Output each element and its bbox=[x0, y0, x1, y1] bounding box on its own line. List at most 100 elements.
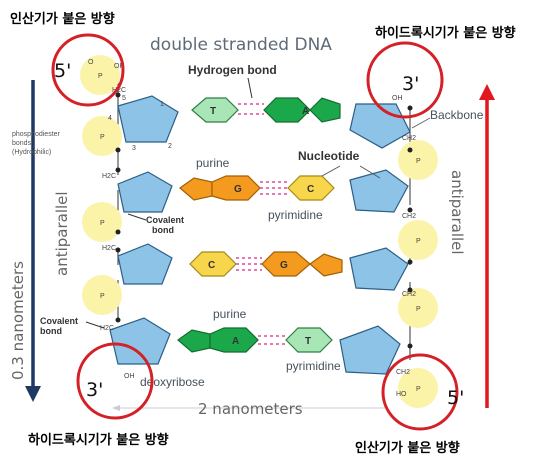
atom-label: CH2 bbox=[402, 213, 416, 220]
nucleotide-pointer bbox=[321, 165, 341, 177]
backbone-pointer bbox=[411, 117, 431, 129]
covalent-bond-label-2: Covalent bbox=[40, 316, 78, 326]
nanometers-03-label: 0.3 nanometers bbox=[9, 261, 27, 380]
atom-label: P bbox=[416, 238, 421, 245]
atom-label: OH bbox=[114, 63, 125, 70]
atom-label: P bbox=[100, 293, 105, 300]
hydrogen-bond-pointer bbox=[247, 77, 253, 99]
bond-dot bbox=[407, 343, 413, 349]
atom-label: H2C bbox=[100, 325, 114, 332]
base-letter: G bbox=[234, 184, 242, 195]
atom-label: HO bbox=[396, 391, 407, 398]
atom-label: P bbox=[416, 158, 421, 165]
atom-label: P bbox=[416, 386, 421, 393]
sugar-ring bbox=[349, 247, 409, 291]
atom-label: P bbox=[416, 306, 421, 313]
base-letter: C bbox=[208, 260, 215, 271]
atom-label: 2 bbox=[168, 143, 172, 150]
nanometers-2-label: 2 nanometers bbox=[198, 400, 303, 418]
sugar-ring bbox=[109, 317, 171, 365]
bond-dots bbox=[115, 92, 413, 349]
atom-label: CH2 bbox=[402, 135, 416, 142]
adenine-base bbox=[309, 97, 341, 123]
phosphate-end-label-top: 인산기가 붙은 방향 bbox=[10, 11, 115, 27]
deoxyribose-label: deoxyribose bbox=[140, 375, 205, 389]
sugar-ring bbox=[117, 171, 173, 213]
phosphate-circle bbox=[82, 116, 122, 156]
bond-dot bbox=[115, 147, 121, 153]
hydroxyl-end-label-top: 하이드록시기가 붙은 방향 bbox=[375, 25, 516, 41]
bond-dot bbox=[115, 92, 121, 98]
atom-label: CH2 bbox=[402, 291, 416, 298]
hydroxyl-end-label-bottom: 하이드록시기가 붙은 방향 bbox=[28, 432, 169, 448]
thymine-base bbox=[285, 327, 333, 353]
base-pair-row: A T bbox=[177, 327, 333, 353]
atom-label: H2C bbox=[102, 173, 116, 180]
atom-label: P bbox=[98, 73, 103, 80]
bond-dot bbox=[115, 247, 121, 253]
cytosine-base bbox=[287, 175, 335, 201]
covalent-bond-label-1: bond bbox=[152, 225, 174, 235]
covalent-bond-label-1: Covalent bbox=[146, 215, 184, 225]
bond-dot bbox=[407, 287, 413, 293]
phosphodiester-label: bonds bbox=[12, 140, 32, 147]
five-prime-end-top-left: 5' bbox=[54, 60, 71, 82]
end-highlight-circle bbox=[366, 41, 444, 119]
bond-dot bbox=[407, 147, 413, 153]
guanine-base bbox=[309, 253, 343, 277]
phosphate-circle bbox=[80, 55, 120, 95]
bond-dot bbox=[407, 259, 413, 265]
guanine-base bbox=[179, 177, 213, 201]
phosphate-circle bbox=[398, 368, 438, 408]
phosphodiester-label: phosphodiester bbox=[12, 131, 61, 138]
bond-dot bbox=[115, 229, 121, 235]
adenine-base bbox=[209, 327, 259, 353]
bond-dot bbox=[115, 167, 121, 173]
phosphate-circle bbox=[398, 288, 438, 328]
phosphate-circle bbox=[82, 202, 122, 242]
atom-label: P bbox=[100, 220, 105, 227]
atom-label: O bbox=[88, 59, 94, 66]
end-highlight-circle bbox=[51, 33, 125, 107]
pyrimidine-label-1: pyrimidine bbox=[268, 208, 323, 222]
three-prime-end-top-right: 3' bbox=[402, 73, 419, 95]
base-letter: T bbox=[210, 106, 216, 117]
sugar-ring bbox=[349, 103, 411, 149]
sugar-ring bbox=[339, 325, 401, 375]
atom-label: H2C bbox=[112, 87, 126, 94]
base-pair-row: C G bbox=[189, 251, 343, 277]
bond-dot bbox=[115, 317, 121, 323]
purine-label-1: purine bbox=[196, 156, 230, 170]
atom-label: OH bbox=[392, 95, 403, 102]
base-letter: A bbox=[232, 336, 239, 347]
atom-label: H2C bbox=[102, 245, 116, 252]
thymine-base bbox=[191, 97, 239, 123]
three-prime-end-bottom-left: 3' bbox=[86, 379, 103, 401]
sugar-ring bbox=[349, 169, 409, 213]
base-letter: G bbox=[280, 260, 288, 271]
sugar-ring bbox=[117, 95, 179, 143]
five-prime-end-bottom-right: 5' bbox=[447, 387, 464, 409]
purine-label-2: purine bbox=[213, 307, 247, 321]
width-scale-arrow bbox=[112, 405, 120, 411]
adenine-base bbox=[177, 329, 211, 353]
atom-label: 3 bbox=[132, 145, 136, 152]
phosphate-end-label-bottom: 인산기가 붙은 방향 bbox=[355, 440, 460, 456]
atom-label: 1 bbox=[160, 101, 164, 108]
pyrimidine-label-2: pyrimidine bbox=[286, 359, 341, 373]
covalent-bond-pointer bbox=[85, 321, 105, 329]
base-letter: T bbox=[305, 336, 311, 347]
covalent-bond-label-2: bond bbox=[40, 326, 62, 336]
phosphate-group: O P OH bbox=[80, 55, 125, 95]
base-letter: A bbox=[302, 106, 309, 117]
sugar-ring bbox=[117, 243, 173, 285]
phosphodiester-label: (Hydrophilic) bbox=[12, 149, 51, 156]
base-pair-row: T A bbox=[191, 97, 341, 123]
atom-label: 4 bbox=[108, 115, 112, 122]
atom-label: OH bbox=[124, 373, 135, 380]
end-highlight-circle bbox=[76, 342, 154, 420]
nucleotide-label: Nucleotide bbox=[298, 149, 360, 163]
nucleotide-pointer bbox=[359, 165, 381, 179]
